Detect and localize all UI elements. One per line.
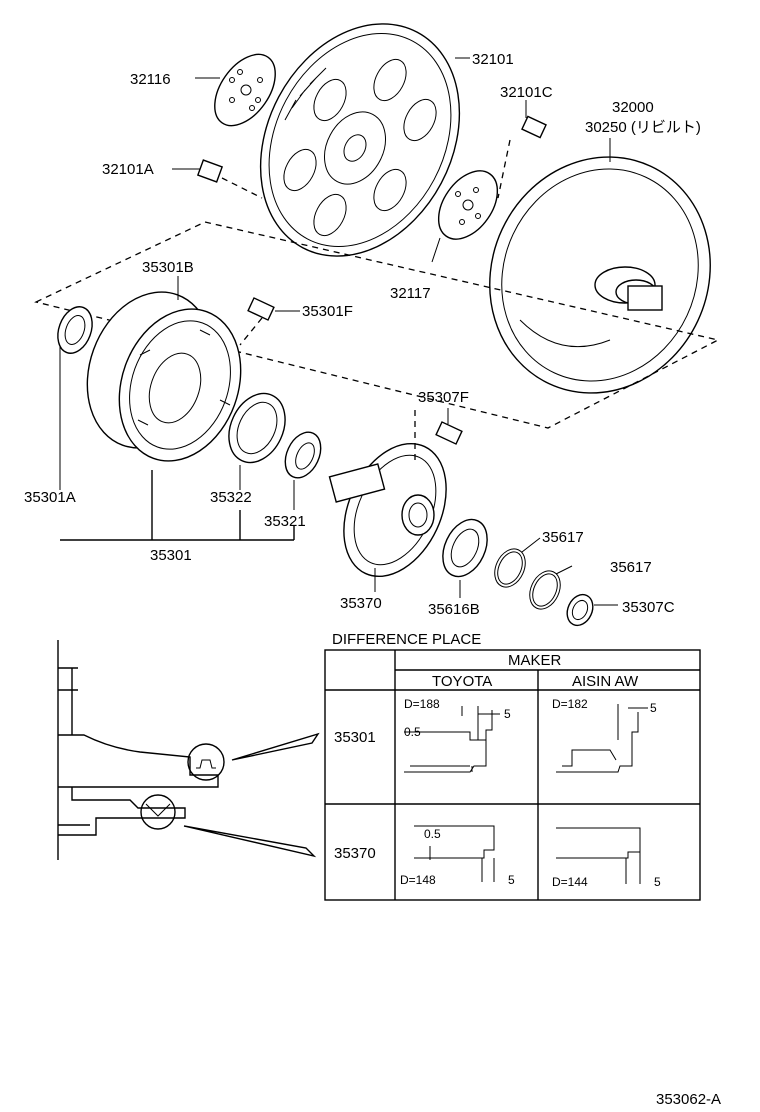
label-35617-b: 35617 [610,559,652,576]
label-35322: 35322 [210,489,252,506]
maker-header: MAKER [508,652,562,669]
pump-body-35301 [86,291,242,462]
label-35617-a: 35617 [542,529,584,546]
label-35321: 35321 [264,513,306,530]
toyota-35370-s: 5 [508,873,515,887]
bolt-32101A [196,159,263,199]
cross-section-drawing [57,640,320,860]
maker-aisin: AISIN AW [572,673,639,690]
aisin-35370-s: 5 [654,875,661,889]
aisin-35301-d: D=182 [552,697,588,711]
label-32101A: 32101A [102,161,154,178]
label-35301A: 35301A [24,489,76,506]
maker-toyota: TOYOTA [432,673,492,690]
bolt-35301F [239,297,275,346]
label-32101C: 32101C [500,84,553,101]
bolt-32101C [497,115,547,199]
table-title: DIFFERENCE PLACE [332,631,481,648]
toyota-35301-d: D=188 [404,697,440,711]
label-32117: 32117 [390,285,431,302]
label-35301: 35301 [150,547,192,564]
label-35307C: 35307C [622,599,675,616]
gear-35322 [228,392,286,464]
toyota-35301-s: 5 [504,707,511,721]
toyota-35370-t: 0.5 [424,827,441,841]
label-30250: 30250 (リビルト) [585,119,701,136]
seal-35307C [566,593,594,627]
gear-35321 [284,431,322,479]
label-32116: 32116 [130,71,171,88]
toyota-35301-section [404,706,500,773]
bolt-35307F [414,410,463,462]
label-35370: 35370 [340,595,382,612]
washer-35616B [442,518,488,578]
stator-shaft-35370 [328,442,447,578]
plate-32116 [214,53,276,127]
label-32000: 32000 [612,99,654,116]
plate-32117 [437,170,499,240]
ring-35617-b [529,570,561,610]
aisin-35301-section [556,704,648,773]
label-35307F: 35307F [418,389,469,406]
row-part-35301: 35301 [334,729,376,746]
oil-seal-35301A [57,306,93,354]
torque-converter-32000 [489,156,711,394]
label-35616B: 35616B [428,601,480,618]
ring-35617-a [494,548,526,588]
diagram-code: 353062-A [656,1091,721,1108]
difference-table [324,649,701,901]
row-part-35370: 35370 [334,845,376,862]
toyota-35301-t: 0.5 [404,725,421,739]
toyota-35370-section [414,825,495,882]
label-35301B: 35301B [142,259,194,276]
aisin-35301-s: 5 [650,701,657,715]
aisin-35370-d: D=144 [552,875,588,889]
label-35301F: 35301F [302,303,353,320]
flywheel-32101 [259,23,461,257]
aisin-35370-section [556,827,641,884]
label-32101: 32101 [472,51,514,68]
toyota-35370-d: D=148 [400,873,436,887]
